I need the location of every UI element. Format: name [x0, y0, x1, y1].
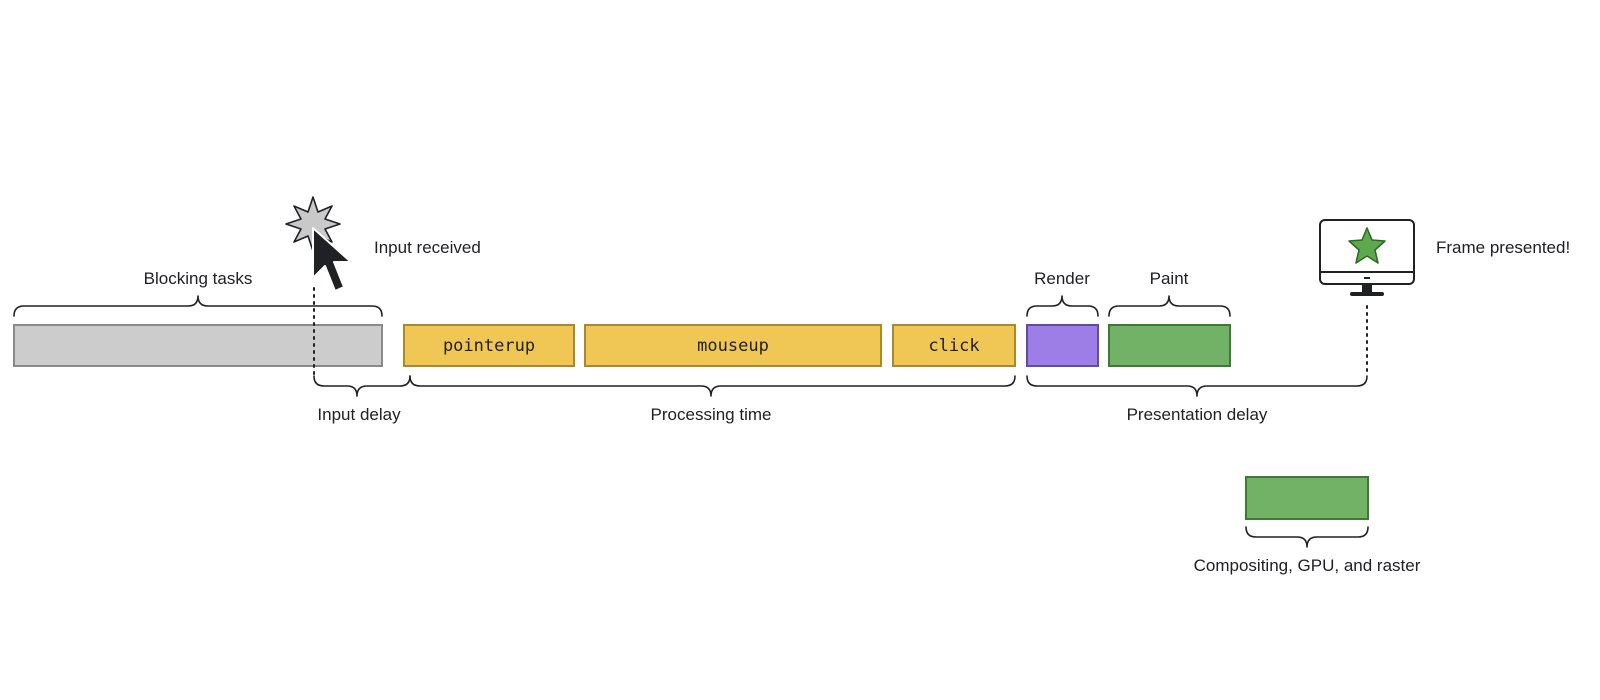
- frame-presented-label: Frame presented!: [1436, 238, 1570, 257]
- click-bar: [892, 324, 1016, 367]
- cursor-arrow-icon: [312, 227, 352, 292]
- blocking-tasks-label: Blocking tasks: [144, 269, 253, 288]
- compositing-label: Compositing, GPU, and raster: [1194, 556, 1421, 575]
- compositing-bar: [1245, 476, 1369, 520]
- click-event: click: [892, 324, 1016, 367]
- mouseup-event: mouseup: [584, 324, 882, 367]
- input-received-label: Input received: [374, 238, 481, 257]
- input-delay-brace: [313, 375, 411, 397]
- processing-time-label: Processing time: [651, 405, 772, 424]
- pointerup-bar: [403, 324, 575, 367]
- mouseup-label: mouseup: [697, 336, 769, 356]
- render-label: Render: [1034, 269, 1090, 288]
- pointerup-label: pointerup: [443, 336, 535, 356]
- mouseup-bar: [584, 324, 882, 367]
- blocking-tasks-brace: [13, 295, 383, 317]
- presentation-delay-label: Presentation delay: [1127, 405, 1268, 424]
- render-brace: [1026, 295, 1099, 317]
- input-delay-label: Input delay: [317, 405, 401, 424]
- processing-time-brace: [409, 375, 1016, 397]
- paint-brace: [1108, 295, 1231, 317]
- pointerup-event: pointerup: [403, 324, 575, 367]
- presentation-delay-brace: [1026, 375, 1368, 397]
- blocking-tasks-bar: [13, 324, 383, 367]
- render-bar: [1026, 324, 1099, 367]
- compositing-brace: [1245, 526, 1369, 548]
- paint-bar: [1108, 324, 1231, 367]
- star-icon: [1348, 227, 1386, 264]
- paint-label: Paint: [1150, 269, 1189, 288]
- click-label: click: [928, 336, 979, 356]
